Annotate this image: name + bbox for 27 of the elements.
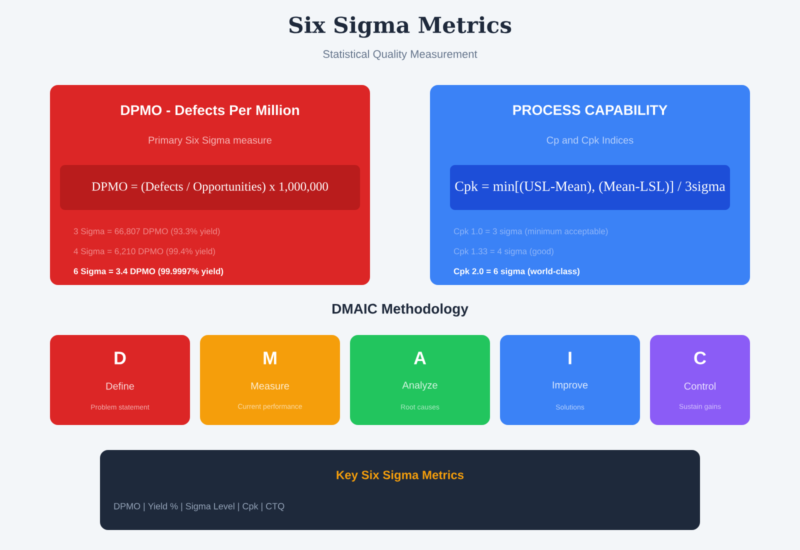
page-subtitle: Statistical Quality Measurement [323,50,478,60]
phase-letter: A [414,352,426,364]
phase-letter: C [694,352,706,364]
panel-title: Key Six Sigma Metrics [336,470,464,482]
section-heading: DMAIC Methodology [332,303,468,317]
phase-name: Analyze [402,381,438,391]
card-subtitle: Cp and Cpk Indices [546,136,634,146]
card-title: DPMO - Defects Per Million [121,104,299,116]
phase-letter: I [568,352,572,364]
card-subtitle: Primary Six Sigma measure [148,136,272,146]
metric-line: Cpk 1.0 = 3 sigma (minimum acceptable) [454,228,608,236]
metric-line: Cpk 1.33 = 4 sigma (good) [454,248,554,256]
phase-name: Measure [251,382,289,390]
page-title: Six Sigma Metrics [289,16,512,38]
card-title: PROCESS CAPABILITY [513,105,668,115]
formula-box: DPMO = (Defects / Opportunities) x 1,000,000 [60,165,360,210]
metric-line: 3 Sigma = 66,807 DPMO (93.3% yield) [74,228,220,236]
metrics-list: DPMO | Yield % | Sigma Level | Cpk | CTQ [114,502,284,512]
phase-name: Control [684,382,716,390]
phase-name: Improve [552,382,588,390]
metric-line: Cpk 2.0 = 6 sigma (world-class) [454,268,580,276]
formula-box: Cpk = min[(USL-Mean), (Mean-LSL)] / 3sigma [450,165,730,210]
metric-line: 4 Sigma = 6,210 DPMO (99.4% yield) [74,248,215,256]
metric-line: 6 Sigma = 3.4 DPMO (99.9997% yield) [74,268,224,276]
phase-name: Define [106,382,134,390]
phase-letter: D [114,352,126,364]
phase-letter: M [264,352,276,364]
